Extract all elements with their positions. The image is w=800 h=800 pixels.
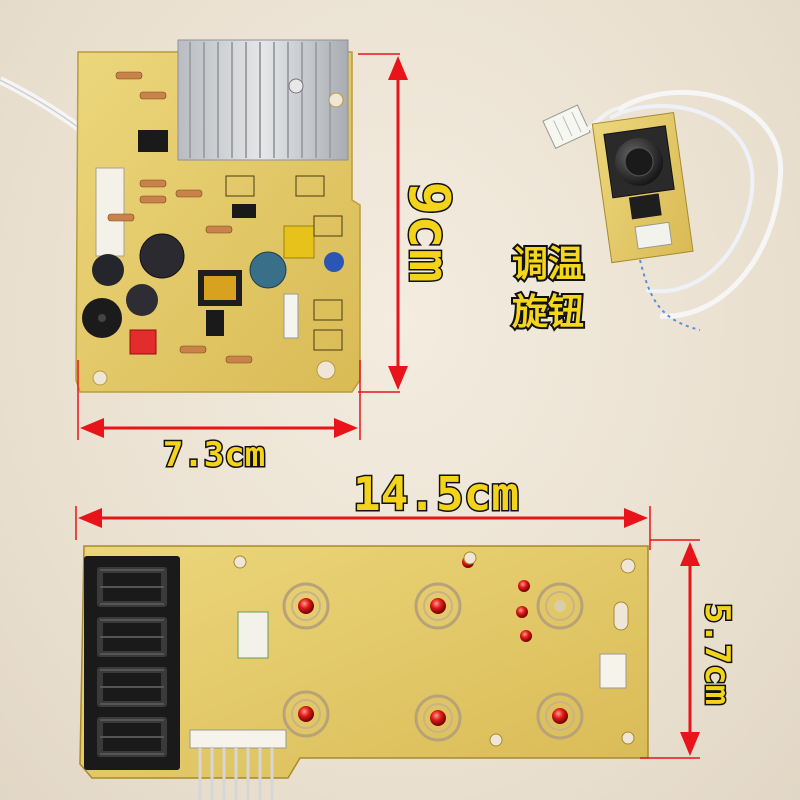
button-spring bbox=[282, 690, 330, 738]
display-board-height-arrow bbox=[640, 539, 700, 759]
heatsink bbox=[177, 39, 349, 161]
power-board bbox=[75, 39, 361, 393]
arrow-icon bbox=[78, 508, 102, 528]
display-board-width-label: 14.5cm bbox=[353, 467, 519, 521]
capacitor bbox=[139, 233, 185, 279]
indicator-led bbox=[520, 630, 532, 642]
touch-buttons bbox=[282, 582, 584, 742]
button-spring bbox=[414, 694, 462, 742]
arrow-icon bbox=[624, 508, 648, 528]
power-board-width-arrow bbox=[77, 360, 361, 440]
red-connector bbox=[129, 329, 157, 355]
arrow-icon bbox=[80, 418, 104, 438]
button-spring bbox=[414, 582, 462, 630]
indicator-led bbox=[518, 580, 530, 592]
power-board-height-label: 9cm bbox=[396, 181, 461, 282]
display-board-width-arrow bbox=[75, 506, 651, 550]
seven-segment-display bbox=[84, 556, 180, 770]
arrow-icon bbox=[680, 732, 700, 756]
knob-caption-line2: 旋钮 bbox=[512, 292, 584, 333]
display-connector bbox=[599, 653, 627, 689]
button-spring bbox=[536, 692, 584, 740]
indicator-led bbox=[516, 606, 528, 618]
knob-caption-line1: 调温 bbox=[512, 244, 584, 285]
arrow-icon bbox=[680, 542, 700, 566]
button-spring bbox=[282, 582, 330, 630]
ribbon-connector bbox=[189, 729, 287, 749]
arrow-icon bbox=[388, 366, 408, 390]
display-board bbox=[79, 545, 649, 800]
board-sticker bbox=[237, 611, 269, 659]
power-board-width-label: 7.3cm bbox=[163, 435, 265, 475]
knob-connector bbox=[542, 104, 591, 149]
button-spring bbox=[536, 582, 584, 630]
film-capacitor bbox=[283, 225, 315, 259]
pcb-connector bbox=[95, 167, 125, 257]
arrow-icon bbox=[388, 56, 408, 80]
arrow-icon bbox=[334, 418, 358, 438]
power-board-height-arrow bbox=[358, 53, 408, 393]
knob-board bbox=[542, 89, 784, 331]
display-board-height-label: 5.7cm bbox=[697, 603, 737, 705]
capacitor-blue bbox=[249, 251, 287, 289]
fuse bbox=[283, 293, 299, 339]
